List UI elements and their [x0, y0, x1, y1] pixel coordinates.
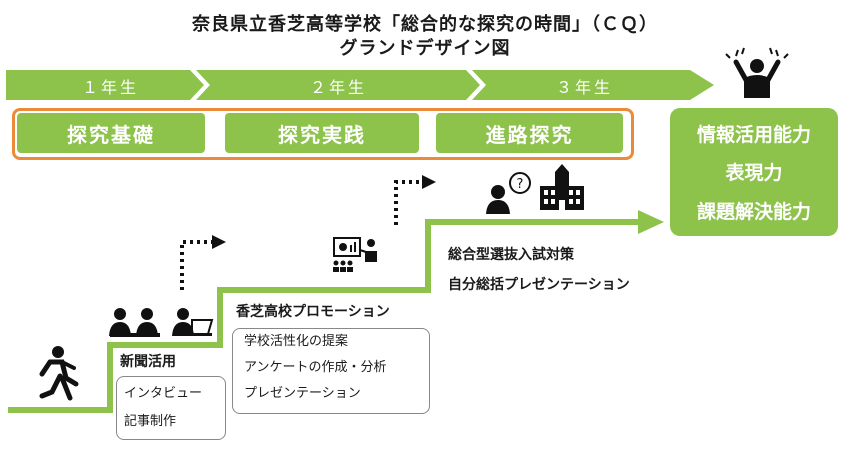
step-item: 学校活性化の提案: [244, 334, 349, 349]
step-item: 自分総括プレゼンテーション: [448, 277, 630, 293]
step-bracket: [232, 328, 430, 414]
step-title-admission: 総合型選抜入試対策: [448, 247, 574, 263]
year-label-3: ３年生: [556, 78, 614, 97]
step-item: プレゼンテーション: [244, 386, 361, 401]
year-label-1: １年生: [82, 78, 140, 97]
diagram-subtitle: グランドデザイン図: [339, 38, 511, 59]
presentation-icon: [333, 237, 377, 272]
celebration-icon: [725, 47, 789, 98]
step-item: アンケートの作成・分析: [244, 360, 387, 375]
phase-box-1: 探究基礎: [17, 113, 205, 153]
year-label-2: ２年生: [310, 78, 368, 97]
staircase-arrowhead: [638, 210, 664, 234]
goal-box: 情報活用能力 表現力 課題解決能力: [670, 108, 838, 236]
goal-item: 課題解決能力: [696, 201, 811, 224]
goal-item: 表現力: [725, 162, 783, 185]
dotted-arrow-1: [180, 235, 226, 290]
year-band: [6, 70, 714, 100]
step-title-promotion: 香芝高校プロモーション: [236, 304, 390, 320]
building-icon: [540, 164, 584, 210]
discussion-icon: [109, 308, 214, 337]
step-item: インタビュー: [124, 386, 203, 401]
runner-icon: [39, 346, 79, 401]
phase-box-2: 探究実践: [225, 113, 419, 153]
dotted-arrow-2: [394, 175, 436, 225]
phase-box-3: 進路探究: [436, 113, 623, 153]
step-item: 記事制作: [124, 414, 177, 429]
step-title-newspaper: 新聞活用: [120, 354, 176, 370]
goal-item: 情報活用能力: [696, 123, 811, 146]
consultation-icon: ?: [486, 172, 531, 214]
step-bracket: [116, 376, 226, 440]
svg-text:?: ?: [517, 177, 524, 192]
staircase-path: [8, 219, 640, 413]
diagram-title: 奈良県立香芝高等学校「総合的な探究の時間」（ＣＱ）: [192, 14, 658, 35]
